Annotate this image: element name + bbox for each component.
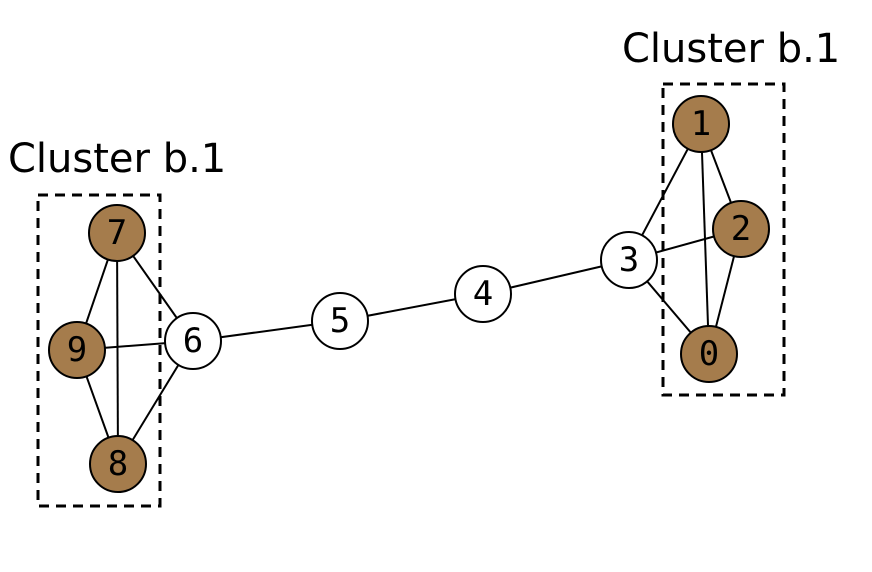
node-6: 6 xyxy=(164,312,222,370)
node-label-8: 8 xyxy=(108,444,128,484)
node-circle-7 xyxy=(88,204,146,262)
node-label-3: 3 xyxy=(619,240,639,280)
node-label-7: 7 xyxy=(107,213,127,253)
node-0: 0 xyxy=(680,325,738,383)
node-circle-8 xyxy=(89,435,147,493)
node-circle-4 xyxy=(454,265,512,323)
node-9: 9 xyxy=(48,321,106,379)
node-2: 2 xyxy=(712,200,770,258)
node-4: 4 xyxy=(454,265,512,323)
cluster-box-left xyxy=(36,193,162,508)
cluster-boxes-layer xyxy=(36,82,786,508)
cluster-box-right xyxy=(661,82,786,397)
cluster-label-left: Cluster b.1 xyxy=(8,136,226,182)
cluster-labels-layer: Cluster b.1 Cluster b.1 xyxy=(8,26,840,182)
node-circle-2 xyxy=(712,200,770,258)
node-label-1: 1 xyxy=(691,104,711,144)
node-label-6: 6 xyxy=(183,321,203,361)
node-circle-9 xyxy=(48,321,106,379)
node-1: 1 xyxy=(672,95,730,153)
edge-7-8 xyxy=(116,232,119,465)
node-circle-0 xyxy=(680,325,738,383)
nodes-layer: 0 1 2 3 4 5 6 7 8 9 xyxy=(48,95,770,493)
node-circle-5 xyxy=(311,292,369,350)
node-8: 8 xyxy=(89,435,147,493)
node-circle-3 xyxy=(600,231,658,289)
node-circle-6 xyxy=(164,312,222,370)
node-label-5: 5 xyxy=(330,301,350,341)
node-5: 5 xyxy=(311,292,369,350)
node-label-2: 2 xyxy=(731,209,751,249)
node-3: 3 xyxy=(600,231,658,289)
node-7: 7 xyxy=(88,204,146,262)
cluster-label-right: Cluster b.1 xyxy=(622,26,840,72)
node-label-4: 4 xyxy=(473,274,493,314)
node-circle-1 xyxy=(672,95,730,153)
node-label-9: 9 xyxy=(67,330,87,370)
node-label-0: 0 xyxy=(699,334,719,374)
